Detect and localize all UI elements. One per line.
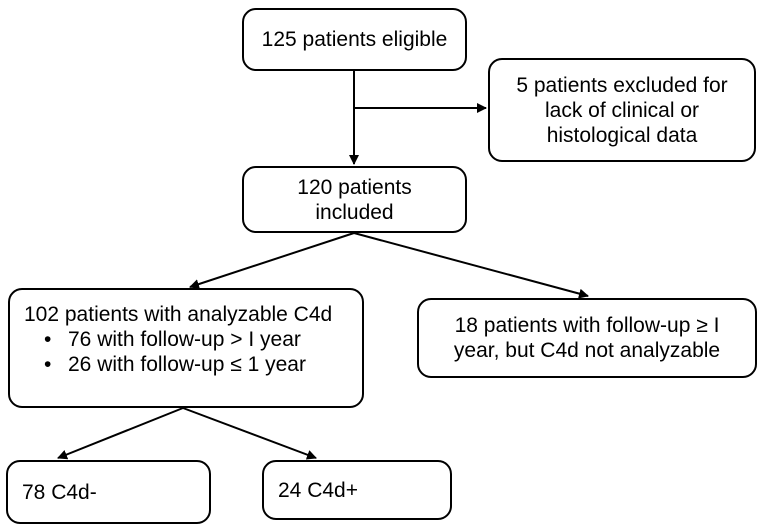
excluded-line-1: 5 patients excluded for [516,73,728,97]
eligible-line-1: 125 patients eligible [261,28,448,51]
c4d-positive-box: 24 C4d+ [262,460,452,520]
included-line-2: included [315,200,394,224]
included-line-1: 120 patients [297,175,412,199]
not-analyzable-line-2: year, but C4d not analyzable [453,339,721,362]
c4d-negative-label: 78 C4d- [22,480,97,504]
arrow-included-to-not-analyzable [353,232,589,299]
analyzable-bullet-2: 26 with follow-up ≤ 1 year [44,352,352,377]
not-analyzable-box: 18 patients with follow-up ≥ I year, but… [417,298,757,378]
analyzable-heading: 102 patients with analyzable C4d [24,303,333,326]
not-analyzable-line-1: 18 patients with follow-up ≥ I [454,314,720,337]
excluded-line-2: lack of clinical or [544,98,700,122]
arrow-analyzable-to-positive [182,407,317,460]
analyzable-bullet-list: 76 with follow-up > I year 26 with follo… [24,327,352,377]
c4d-positive-label: 24 C4d+ [278,478,358,502]
c4d-negative-box: 78 C4d- [6,460,211,524]
excluded-line-3: histological data [546,123,698,147]
analyzable-box: 102 patients with analyzable C4d 76 with… [8,288,364,408]
analyzable-bullet-1: 76 with follow-up > I year [44,327,352,352]
arrow-analyzable-to-negative [57,407,184,460]
eligible-box: 125 patients eligible [242,8,467,71]
excluded-box: 5 patients excluded for lack of clinical… [488,58,756,162]
included-box: 120 patients included [242,166,467,233]
arrow-included-to-analyzable [189,232,355,289]
